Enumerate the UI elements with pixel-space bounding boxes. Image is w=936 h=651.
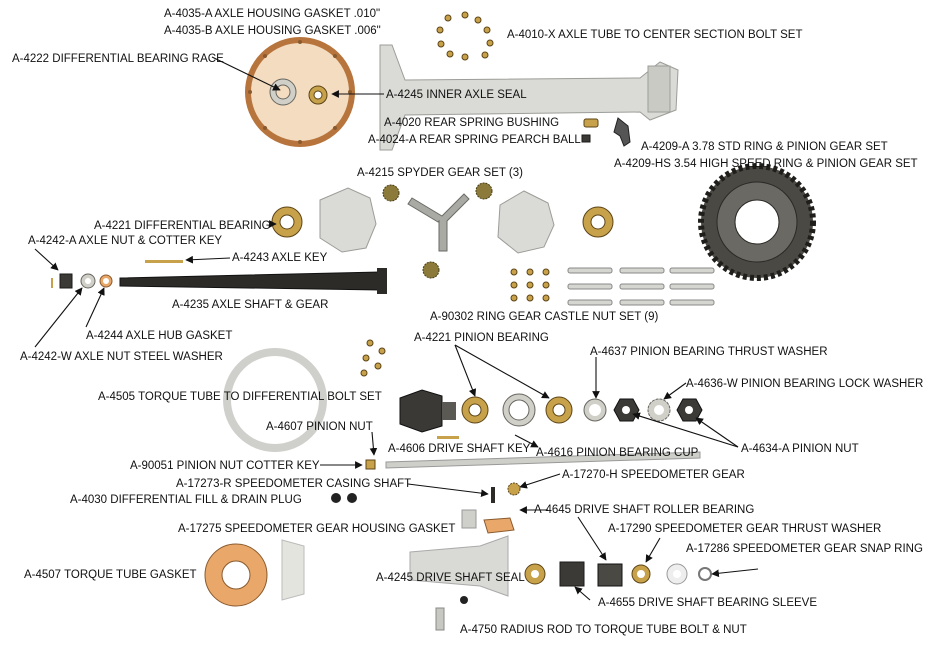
label-a17273r: A-17273-R SPEEDOMETER CASING SHAFT xyxy=(176,478,411,490)
label-a90051: A-90051 PINION NUT COTTER KEY xyxy=(130,460,320,472)
label-a4607: A-4607 PINION NUT xyxy=(266,421,373,433)
label-a4242w: A-4242-W AXLE NUT STEEL WASHER xyxy=(20,351,223,363)
pinion-bearing-cup-image xyxy=(502,393,536,427)
label-a4235: A-4235 AXLE SHAFT & GEAR xyxy=(172,299,328,311)
speedometer-gear-image xyxy=(507,482,521,496)
label-a4010x: A-4010-X AXLE TUBE TO CENTER SECTION BOL… xyxy=(507,29,802,41)
label-a4505: A-4505 TORQUE TUBE TO DIFFERENTIAL BOLT … xyxy=(98,391,382,403)
label-a4245-drive: A-4245 DRIVE SHAFT SEAL xyxy=(376,572,525,584)
label-a4215: A-4215 SPYDER GEAR SET (3) xyxy=(357,167,523,179)
rear-spring-pearch-ball-image xyxy=(581,117,631,147)
ring-gear-castle-nut-set-image xyxy=(510,268,550,302)
axle-nut-washer-image xyxy=(80,273,96,289)
torque-tube-gasket-image xyxy=(204,543,268,607)
label-a4221-pinion: A-4221 PINION BEARING xyxy=(414,332,549,344)
drive-shaft-image xyxy=(385,436,701,469)
label-a4645: A-4645 DRIVE SHAFT ROLLER BEARING xyxy=(534,504,754,516)
label-a17275: A-17275 SPEEDOMETER GEAR HOUSING GASKET xyxy=(178,523,455,535)
drive-shaft-seal-image xyxy=(524,563,546,585)
label-a17286: A-17286 SPEEDOMETER GEAR SNAP RING xyxy=(686,543,923,555)
axle-nut-image xyxy=(51,273,73,289)
pinion-bearing-a-image xyxy=(461,396,489,424)
ring-gear-image xyxy=(698,163,816,281)
label-a4030: A-4030 DIFFERENTIAL FILL & DRAIN PLUG xyxy=(70,494,302,506)
label-a4222: A-4222 DIFFERENTIAL BEARING RACE xyxy=(12,53,224,65)
label-a4637: A-4637 PINION BEARING THRUST WASHER xyxy=(590,346,828,358)
axle-housing-gasket-image xyxy=(245,37,355,147)
label-a4020: A-4020 REAR SPRING BUSHING xyxy=(384,117,559,129)
label-a4634a: A-4634-A PINION NUT xyxy=(741,443,859,455)
drive-shaft-bearing-sleeve-image xyxy=(559,561,585,587)
torque-tube-bolt-set-image xyxy=(360,339,386,377)
part-labels: A-4035-A AXLE HOUSING GASKET .010" A-403… xyxy=(12,8,923,636)
label-a4209a: A-4209-A 3.78 STD RING & PINION GEAR SET xyxy=(641,141,888,153)
label-a4035b: A-4035-B AXLE HOUSING GASKET .006" xyxy=(164,25,381,37)
radius-rod-bolt-image xyxy=(435,596,468,631)
label-a4245-inner: A-4245 INNER AXLE SEAL xyxy=(386,89,527,101)
axle-hub-gasket-image xyxy=(99,274,113,288)
label-a17290: A-17290 SPEEDOMETER GEAR THRUST WASHER xyxy=(608,523,881,535)
label-a4221-diff: A-4221 DIFFERENTIAL BEARING xyxy=(94,220,271,232)
speedometer-housing-gasket-image xyxy=(461,509,515,534)
differential-case-right-image xyxy=(497,190,555,254)
axle-shaft-image xyxy=(119,260,387,294)
pinion-thrust-washer-image xyxy=(583,398,607,422)
axle-tube-image xyxy=(379,44,679,151)
label-a4209hs: A-4209-HS 3.54 HIGH SPEED RING & PINION … xyxy=(614,158,918,170)
pinion-bearing-b-image xyxy=(545,396,573,424)
pinion-gear-image xyxy=(399,389,456,433)
drain-plugs-image xyxy=(331,493,357,503)
label-a4655: A-4655 DRIVE SHAFT BEARING SLEEVE xyxy=(598,597,817,609)
speedo-washer-image xyxy=(666,563,688,585)
label-a90302: A-90302 RING GEAR CASTLE NUT SET (9) xyxy=(430,311,659,323)
spider-carrier-image xyxy=(407,193,470,252)
differential-bearing-right-image xyxy=(582,206,614,238)
rear-spring-bushing-image xyxy=(583,118,599,128)
pinion-nut-small-image xyxy=(365,459,376,470)
pinion-nut-a-image xyxy=(613,398,640,422)
leader-lines xyxy=(34,56,759,601)
label-a4242a: A-4242-A AXLE NUT & COTTER KEY xyxy=(28,235,222,247)
label-a17270h: A-17270-H SPEEDOMETER GEAR xyxy=(562,469,745,481)
differential-bearing-race-image xyxy=(269,78,297,106)
label-a4750: A-4750 RADIUS ROD TO TORQUE TUBE BOLT & … xyxy=(460,624,747,636)
torque-tube-flange-image xyxy=(223,348,327,452)
differential-bearing-left-image xyxy=(271,206,303,238)
speedometer-casing-shaft-image xyxy=(491,487,495,503)
pinion-nut-b-image xyxy=(676,398,703,422)
ring-gear-bolts-image xyxy=(567,267,715,306)
speedo-snap-ring-image xyxy=(698,567,712,581)
torque-tube-image xyxy=(281,539,305,601)
differential-case-left-image xyxy=(319,187,377,253)
label-a4507: A-4507 TORQUE TUBE GASKET xyxy=(24,569,197,581)
speedo-thrust-washer-image xyxy=(631,564,651,584)
label-a4024a: A-4024-A REAR SPRING PEARCH BALL xyxy=(368,134,581,146)
drive-shaft-housing-image xyxy=(409,535,509,597)
drive-shaft-roller-bearing-image xyxy=(597,563,623,587)
pinion-lock-washer-image xyxy=(647,398,671,422)
label-a4636w: A-4636-W PINION BEARING LOCK WASHER xyxy=(686,378,923,390)
label-a4606: A-4606 DRIVE SHAFT KEY xyxy=(388,443,531,455)
label-a4244: A-4244 AXLE HUB GASKET xyxy=(86,330,232,342)
spider-gears-image xyxy=(382,182,493,279)
label-a4616: A-4616 PINION BEARING CUP xyxy=(536,447,699,459)
inner-axle-seal-image xyxy=(308,85,328,105)
label-a4243: A-4243 AXLE KEY xyxy=(232,252,328,264)
axle-tube-bolt-set-image xyxy=(436,11,494,61)
label-a4035a: A-4035-A AXLE HOUSING GASKET .010" xyxy=(164,8,380,20)
